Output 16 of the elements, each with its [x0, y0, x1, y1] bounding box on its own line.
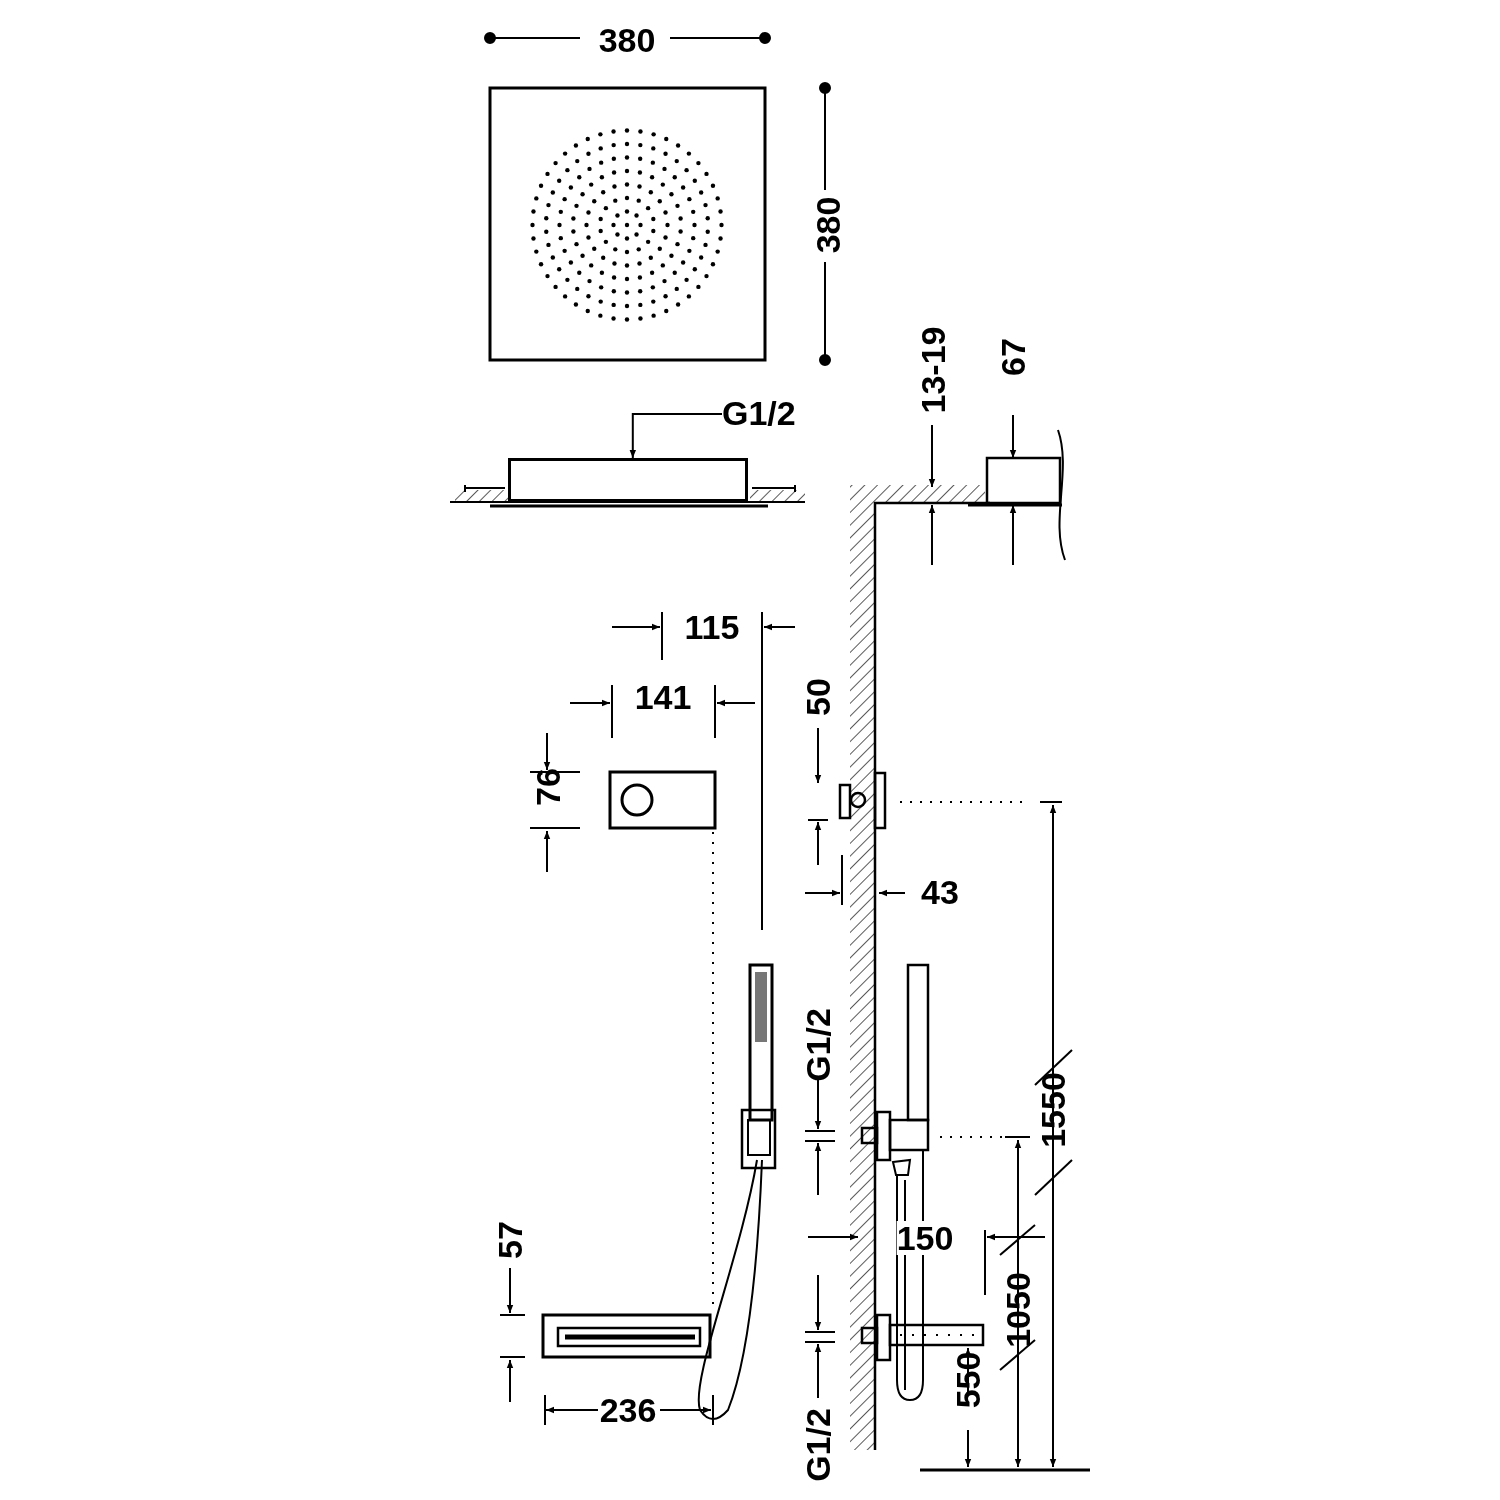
dimension-value: 57 — [493, 1221, 527, 1259]
leader-line — [629, 413, 723, 459]
dimension-value: 380 — [811, 196, 845, 254]
dimension-value: 150 — [896, 1221, 954, 1255]
dimension-value: 236 — [599, 1393, 657, 1427]
dimension-value: 43 — [921, 875, 959, 909]
dimension-value: G1/2 — [801, 1408, 835, 1482]
dimension-value: 13-19 — [916, 326, 950, 414]
thread-size-label: G1/2 — [722, 396, 797, 430]
dimension-value: 380 — [598, 23, 656, 57]
dimension-value: 115 — [684, 610, 740, 644]
dimension-value: 50 — [801, 678, 835, 716]
dimension-value: 67 — [996, 338, 1030, 376]
dimension-value: G1/2 — [801, 1008, 835, 1082]
shower-head-side-view — [508, 458, 748, 502]
dimension-value: 141 — [634, 680, 692, 714]
